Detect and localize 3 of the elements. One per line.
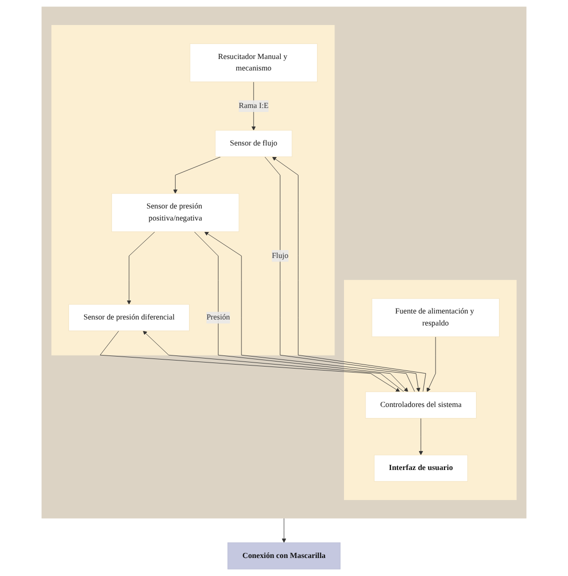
cluster	[42, 6, 526, 518]
cluster	[51, 25, 335, 356]
cluster	[344, 280, 517, 500]
